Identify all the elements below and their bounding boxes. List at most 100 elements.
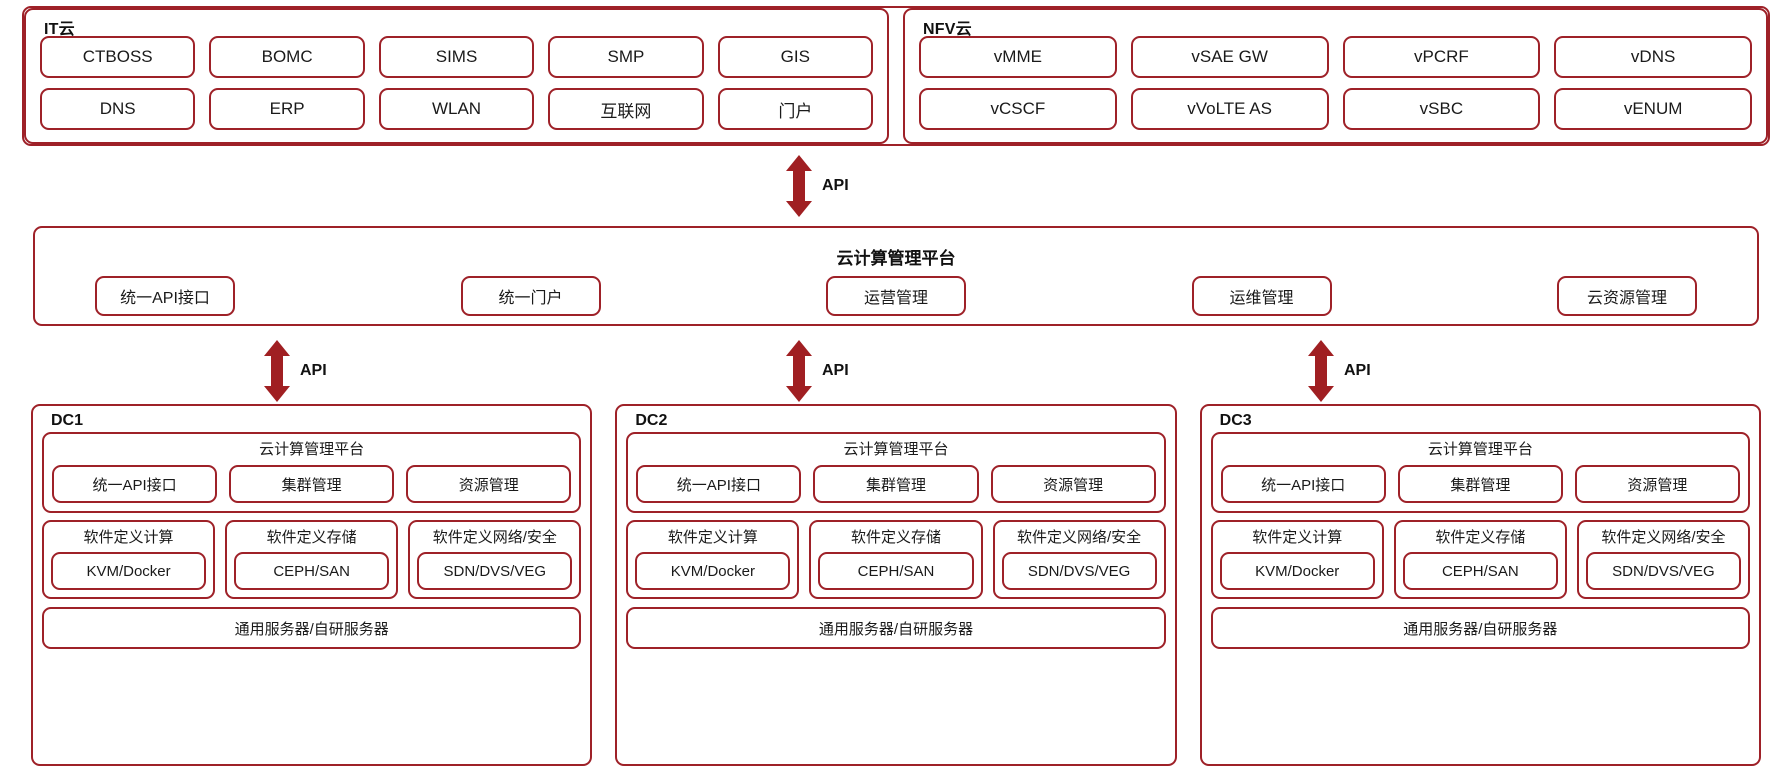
sd-tech-chip[interactable]: CEPH/SAN — [234, 552, 390, 590]
dc-platform-item-cluster-mgmt[interactable]: 集群管理 — [1397, 465, 1563, 503]
sd-tech-chip[interactable]: CEPH/SAN — [1402, 552, 1558, 590]
nfv-cloud-item[interactable]: vENUM — [1554, 88, 1752, 130]
sd-title: 软件定义网络/安全 — [1601, 529, 1726, 546]
dc-platform-item-unified-api[interactable]: 统一API接口 — [52, 465, 218, 503]
datacenter-dc2: DC2 云计算管理平台 统一API接口 集群管理 资源管理 软件定义计算 KVM… — [615, 404, 1177, 766]
server-layer[interactable]: 通用服务器/自研服务器 — [42, 607, 582, 649]
nfv-cloud-group: NFV云 vMME vSAE GW vPCRF vDNS vCSCF vVoLT… — [903, 8, 1768, 144]
api-label: API — [822, 177, 849, 194]
datacenter-title: DC2 — [635, 412, 668, 429]
nfv-cloud-item[interactable]: vMME — [919, 36, 1117, 78]
sd-title: 软件定义存储 — [266, 529, 357, 546]
dc-platform-item-cluster-mgmt[interactable]: 集群管理 — [229, 465, 395, 503]
platform-item-unified-api[interactable]: 统一API接口 — [95, 276, 235, 316]
platform-item-unified-portal[interactable]: 统一门户 — [460, 276, 601, 316]
dc-platform-section: 云计算管理平台 统一API接口 集群管理 资源管理 — [626, 432, 1166, 513]
server-layer[interactable]: 通用服务器/自研服务器 — [1210, 607, 1750, 649]
software-defined-row: 软件定义计算 KVM/Docker 软件定义存储 CEPH/SAN 软件定义网络… — [1210, 520, 1750, 599]
software-defined-row: 软件定义计算 KVM/Docker 软件定义存储 CEPH/SAN 软件定义网络… — [42, 520, 582, 599]
nfv-cloud-item[interactable]: vSBC — [1342, 88, 1541, 130]
software-defined-network-security: 软件定义网络/安全 SDN/DVS/VEG — [408, 520, 582, 599]
software-defined-storage: 软件定义存储 CEPH/SAN — [1393, 520, 1567, 599]
it-cloud-item[interactable]: SMP — [548, 36, 704, 78]
it-cloud-item[interactable]: DNS — [40, 88, 196, 130]
platform-item-operation-mgmt[interactable]: 运营管理 — [826, 276, 966, 316]
cloud-management-platform: 云计算管理平台 统一API接口 统一门户 运营管理 运维管理 云资源管理 — [33, 226, 1759, 326]
sd-title: 软件定义网络/安全 — [432, 529, 557, 546]
sd-tech-chip[interactable]: KVM/Docker — [635, 552, 791, 590]
nfv-cloud-item[interactable]: vDNS — [1554, 36, 1752, 78]
api-label: API — [300, 362, 327, 379]
api-connector-dc1: API — [264, 340, 327, 402]
nfv-cloud-title: NFV云 — [923, 21, 972, 38]
sd-tech-chip[interactable]: KVM/Docker — [51, 552, 207, 590]
dc-platform-item-unified-api[interactable]: 统一API接口 — [636, 465, 802, 503]
dc-platform-items: 统一API接口 集群管理 资源管理 — [636, 465, 1156, 503]
nfv-cloud-row-1: vMME vSAE GW vPCRF vDNS — [919, 36, 1752, 78]
datacenter-dc1: DC1 云计算管理平台 统一API接口 集群管理 资源管理 软件定义计算 KVM… — [31, 404, 593, 766]
api-connector-dc2: API — [786, 340, 849, 402]
software-defined-network-security: 软件定义网络/安全 SDN/DVS/VEG — [1576, 520, 1750, 599]
nfv-cloud-row-2: vCSCF vVoLTE AS vSBC vENUM — [919, 88, 1752, 130]
it-cloud-group: IT云 CTBOSS BOMC SIMS SMP GIS DNS ERP WLA… — [24, 8, 889, 144]
platform-items-row: 统一API接口 统一门户 运营管理 运维管理 云资源管理 — [95, 276, 1697, 316]
double-arrow-vertical-icon — [786, 155, 812, 217]
nfv-cloud-item[interactable]: vVoLTE AS — [1130, 88, 1329, 130]
dc-platform-title: 云计算管理平台 — [1427, 441, 1533, 458]
server-layer[interactable]: 通用服务器/自研服务器 — [626, 607, 1166, 649]
it-cloud-item[interactable]: 门户 — [717, 88, 874, 130]
sd-title: 软件定义网络/安全 — [1017, 529, 1142, 546]
nfv-cloud-item[interactable]: vCSCF — [919, 88, 1117, 130]
datacenter-dc3: DC3 云计算管理平台 统一API接口 集群管理 资源管理 软件定义计算 KVM… — [1199, 404, 1761, 766]
double-arrow-vertical-icon — [786, 340, 812, 402]
platform-title: 云计算管理平台 — [836, 249, 956, 268]
it-cloud-item[interactable]: 互联网 — [548, 88, 704, 130]
dc-platform-section: 云计算管理平台 统一API接口 集群管理 资源管理 — [42, 432, 582, 513]
it-cloud-row-2: DNS ERP WLAN 互联网 门户 — [40, 88, 874, 130]
dc-platform-item-resource-mgmt[interactable]: 资源管理 — [1574, 465, 1740, 503]
dc-platform-item-cluster-mgmt[interactable]: 集群管理 — [813, 465, 979, 503]
dc-platform-items: 统一API接口 集群管理 资源管理 — [52, 465, 572, 503]
software-defined-network-security: 软件定义网络/安全 SDN/DVS/VEG — [992, 520, 1166, 599]
api-label: API — [1344, 362, 1371, 379]
datacenter-title: DC3 — [1219, 412, 1252, 429]
software-defined-storage: 软件定义存储 CEPH/SAN — [225, 520, 399, 599]
sd-title: 软件定义计算 — [667, 529, 758, 546]
nfv-cloud-item[interactable]: vSAE GW — [1130, 36, 1329, 78]
platform-item-maintenance-mgmt[interactable]: 运维管理 — [1191, 276, 1332, 316]
software-defined-storage: 软件定义存储 CEPH/SAN — [809, 520, 983, 599]
software-defined-row: 软件定义计算 KVM/Docker 软件定义存储 CEPH/SAN 软件定义网络… — [626, 520, 1166, 599]
it-cloud-item[interactable]: WLAN — [378, 88, 535, 130]
double-arrow-vertical-icon — [264, 340, 290, 402]
double-arrow-vertical-icon — [1308, 340, 1334, 402]
top-clouds-container: IT云 CTBOSS BOMC SIMS SMP GIS DNS ERP WLA… — [22, 6, 1770, 146]
api-connector-top: API — [786, 155, 849, 217]
it-cloud-item[interactable]: CTBOSS — [40, 36, 196, 78]
dc-platform-items: 统一API接口 集群管理 资源管理 — [1220, 465, 1740, 503]
datacenter-title: DC1 — [51, 412, 84, 429]
sd-tech-chip[interactable]: KVM/Docker — [1219, 552, 1375, 590]
dc-platform-item-unified-api[interactable]: 统一API接口 — [1220, 465, 1386, 503]
it-cloud-row-1: CTBOSS BOMC SIMS SMP GIS — [40, 36, 874, 78]
dc-platform-title: 云计算管理平台 — [259, 441, 365, 458]
sd-tech-chip[interactable]: SDN/DVS/VEG — [1585, 552, 1741, 590]
it-cloud-item[interactable]: SIMS — [378, 36, 535, 78]
it-cloud-item[interactable]: ERP — [209, 88, 365, 130]
sd-tech-chip[interactable]: SDN/DVS/VEG — [1001, 552, 1157, 590]
it-cloud-title: IT云 — [44, 21, 75, 38]
sd-tech-chip[interactable]: CEPH/SAN — [818, 552, 974, 590]
dc-platform-item-resource-mgmt[interactable]: 资源管理 — [406, 465, 572, 503]
it-cloud-item[interactable]: BOMC — [209, 36, 365, 78]
platform-item-cloud-resource-mgmt[interactable]: 云资源管理 — [1557, 276, 1697, 316]
nfv-cloud-item[interactable]: vPCRF — [1342, 36, 1541, 78]
software-defined-compute: 软件定义计算 KVM/Docker — [1210, 520, 1384, 599]
it-cloud-item[interactable]: GIS — [717, 36, 874, 78]
api-label: API — [822, 362, 849, 379]
software-defined-compute: 软件定义计算 KVM/Docker — [42, 520, 216, 599]
sd-title: 软件定义计算 — [1252, 529, 1343, 546]
sd-tech-chip[interactable]: SDN/DVS/VEG — [417, 552, 573, 590]
dc-platform-title: 云计算管理平台 — [843, 441, 949, 458]
dc-platform-item-resource-mgmt[interactable]: 资源管理 — [990, 465, 1156, 503]
sd-title: 软件定义存储 — [1435, 529, 1526, 546]
api-connector-dc3: API — [1308, 340, 1371, 402]
